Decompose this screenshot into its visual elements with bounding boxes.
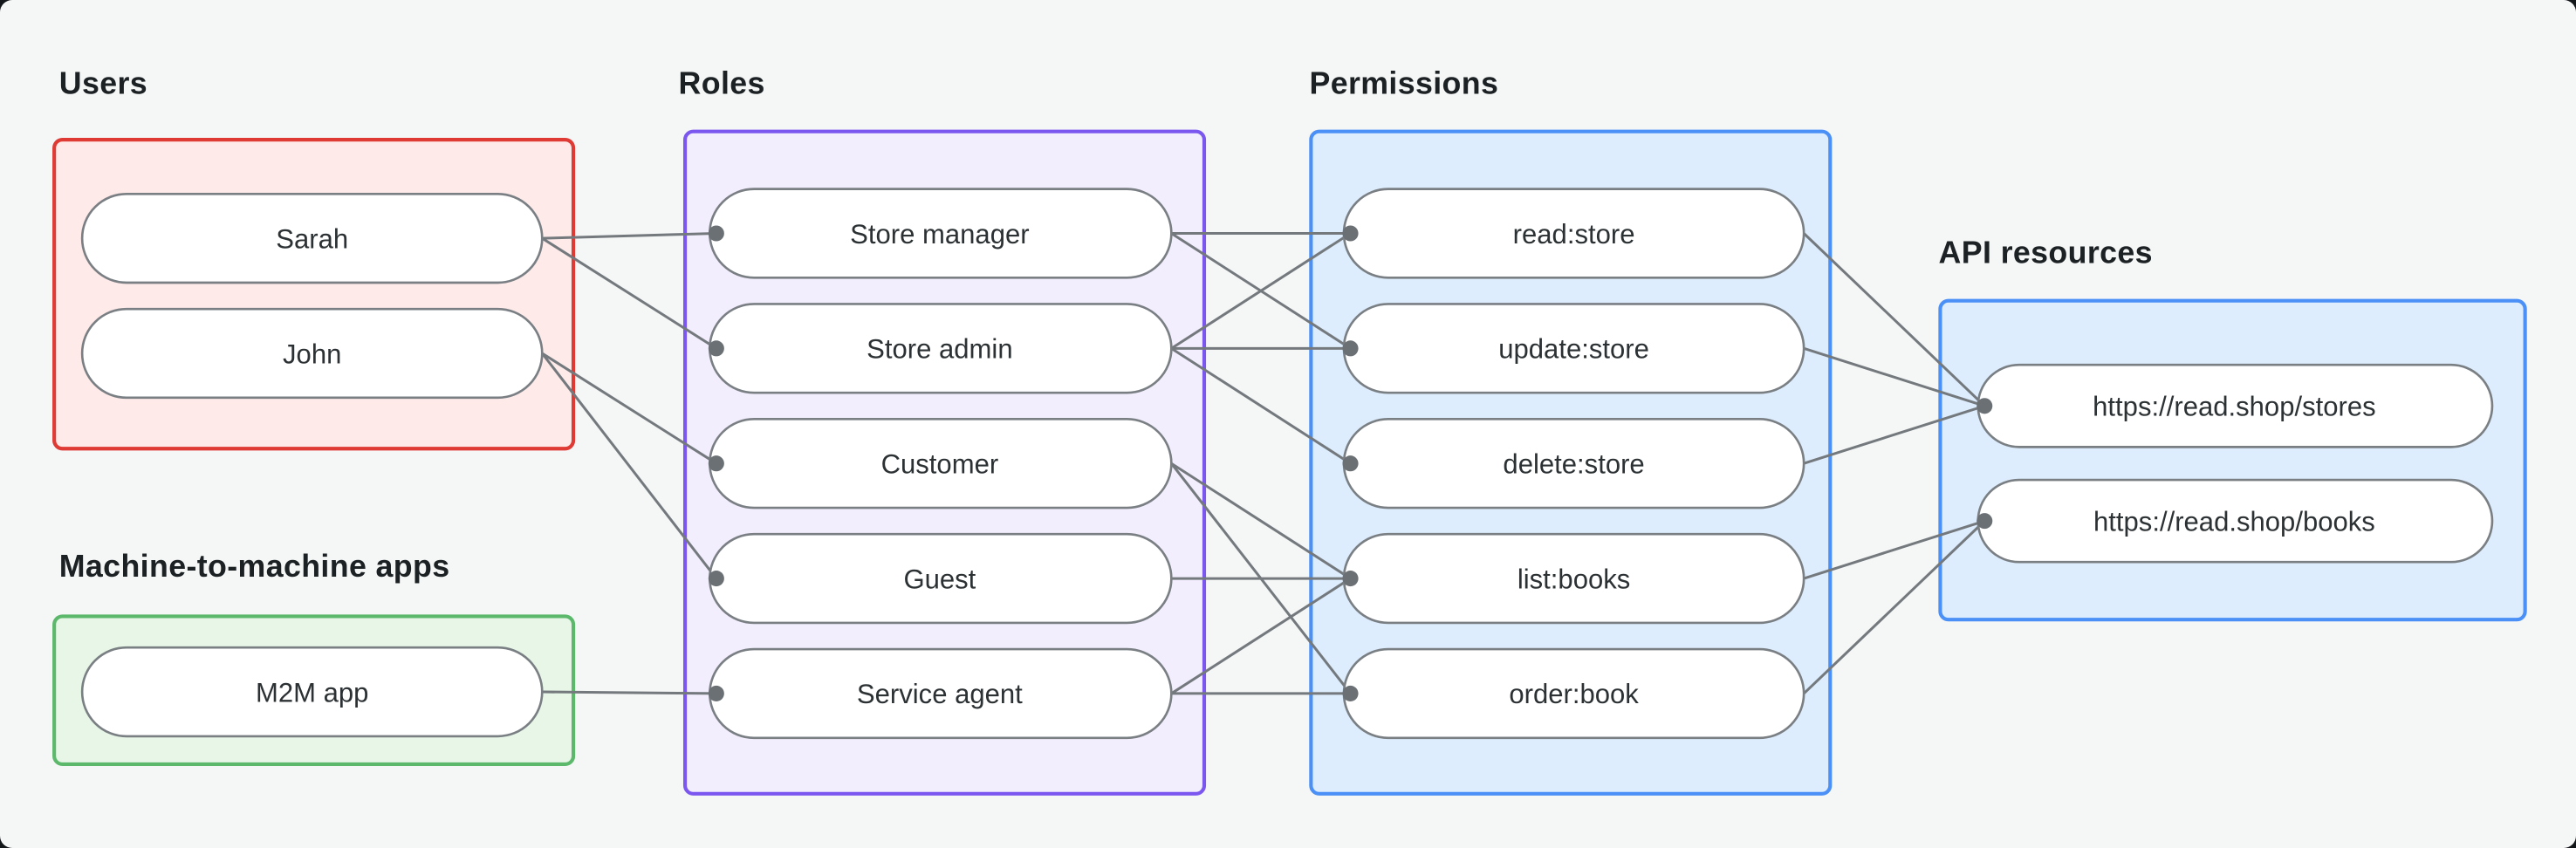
edge-sarah-to-store-manager — [542, 231, 716, 240]
node-delete-store-label: delete:store — [1503, 449, 1644, 480]
connection-dot-customer — [708, 455, 724, 472]
node-guest-label: Guest — [903, 564, 976, 594]
connection-dot-update-store — [1342, 340, 1359, 357]
node-read-shop-books: https://read.shop/books — [1977, 478, 2494, 564]
node-store-manager: Store manager — [708, 188, 1173, 279]
node-delete-store: delete:store — [1342, 418, 1805, 509]
edge-customer-to-list-books — [1170, 462, 1352, 580]
node-store-manager-label: Store manager — [850, 219, 1029, 250]
connection-dot-service-agent — [708, 685, 724, 701]
node-order-book-label: order:book — [1509, 679, 1639, 709]
node-read-store-label: read:store — [1513, 219, 1635, 250]
node-service-agent: Service agent — [708, 647, 1173, 740]
edge-john-to-customer — [541, 352, 717, 465]
users-title: Users — [59, 65, 147, 100]
node-update-store: update:store — [1342, 303, 1805, 394]
api-resources-title: API resources — [1939, 235, 2153, 270]
roles-title: Roles — [679, 65, 765, 100]
edge-read-store-to-https-read-shop-stores — [1803, 232, 1986, 407]
edge-list-books-to-https-read-shop-books — [1803, 519, 1985, 580]
edge-store-admin-to-delete-store — [1170, 347, 1352, 465]
node-customer-label: Customer — [881, 449, 999, 480]
permissions-title: Permissions — [1309, 65, 1498, 100]
edge-m2m-app-to-service-agent — [542, 690, 716, 695]
connection-dot-https-read-shop-books — [1977, 513, 1993, 530]
node-sarah-pill — [80, 192, 544, 284]
connection-dot-read-store — [1342, 225, 1359, 242]
edge-sarah-to-store-admin — [541, 236, 717, 350]
node-read-shop-stores-label: https://read.shop/stores — [2093, 392, 2376, 422]
users-group-box — [52, 138, 576, 451]
edge-update-store-to-https-read-shop-stores — [1803, 346, 1985, 407]
connection-dot-store-admin — [708, 340, 724, 357]
connection-dot-guest — [708, 571, 724, 587]
node-store-admin: Store admin — [708, 303, 1173, 394]
m2m-title: Machine-to-machine apps — [59, 549, 450, 584]
node-john-pill — [80, 307, 544, 400]
node-store-admin-label: Store admin — [867, 334, 1012, 365]
node-list-books-label: list:books — [1518, 564, 1630, 594]
connection-dot-https-read-shop-stores — [1977, 398, 1993, 414]
connection-dot-order-book — [1342, 685, 1359, 701]
connection-dot-delete-store — [1342, 455, 1359, 472]
connection-dot-list-books — [1342, 571, 1359, 587]
node-service-agent-label: Service agent — [857, 679, 1023, 709]
node-customer: Customer — [708, 418, 1173, 509]
node-john: John — [80, 307, 544, 400]
node-read-shop-books-label: https://read.shop/books — [2093, 506, 2375, 537]
edge-service-agent-to-list-books — [1170, 577, 1352, 695]
node-sarah: Sarah — [80, 192, 544, 284]
api-resources-group-box — [1938, 298, 2527, 622]
edge-john-to-guest — [541, 352, 718, 579]
node-john-label: John — [283, 339, 341, 369]
edge-order-book-to-https-read-shop-books — [1803, 520, 1986, 695]
node-read-store: read:store — [1342, 188, 1805, 279]
dots-layer — [708, 225, 1993, 701]
node-order-book: order:book — [1342, 647, 1805, 740]
connection-dot-store-manager — [708, 225, 724, 242]
node-m2m-app-pill — [80, 646, 544, 738]
node-m2m-app: M2M app — [80, 646, 544, 738]
node-m2m-app-label: M2M app — [256, 677, 368, 708]
node-sarah-label: Sarah — [276, 223, 348, 254]
edge-store-admin-to-read-store — [1170, 232, 1352, 350]
node-list-books: list:books — [1342, 532, 1805, 625]
edges-layer — [541, 231, 1986, 695]
edge-delete-store-to-https-read-shop-stores — [1803, 404, 1985, 465]
node-guest: Guest — [708, 532, 1173, 625]
node-update-store-label: update:store — [1498, 334, 1649, 365]
node-read-shop-stores: https://read.shop/stores — [1977, 363, 2494, 448]
